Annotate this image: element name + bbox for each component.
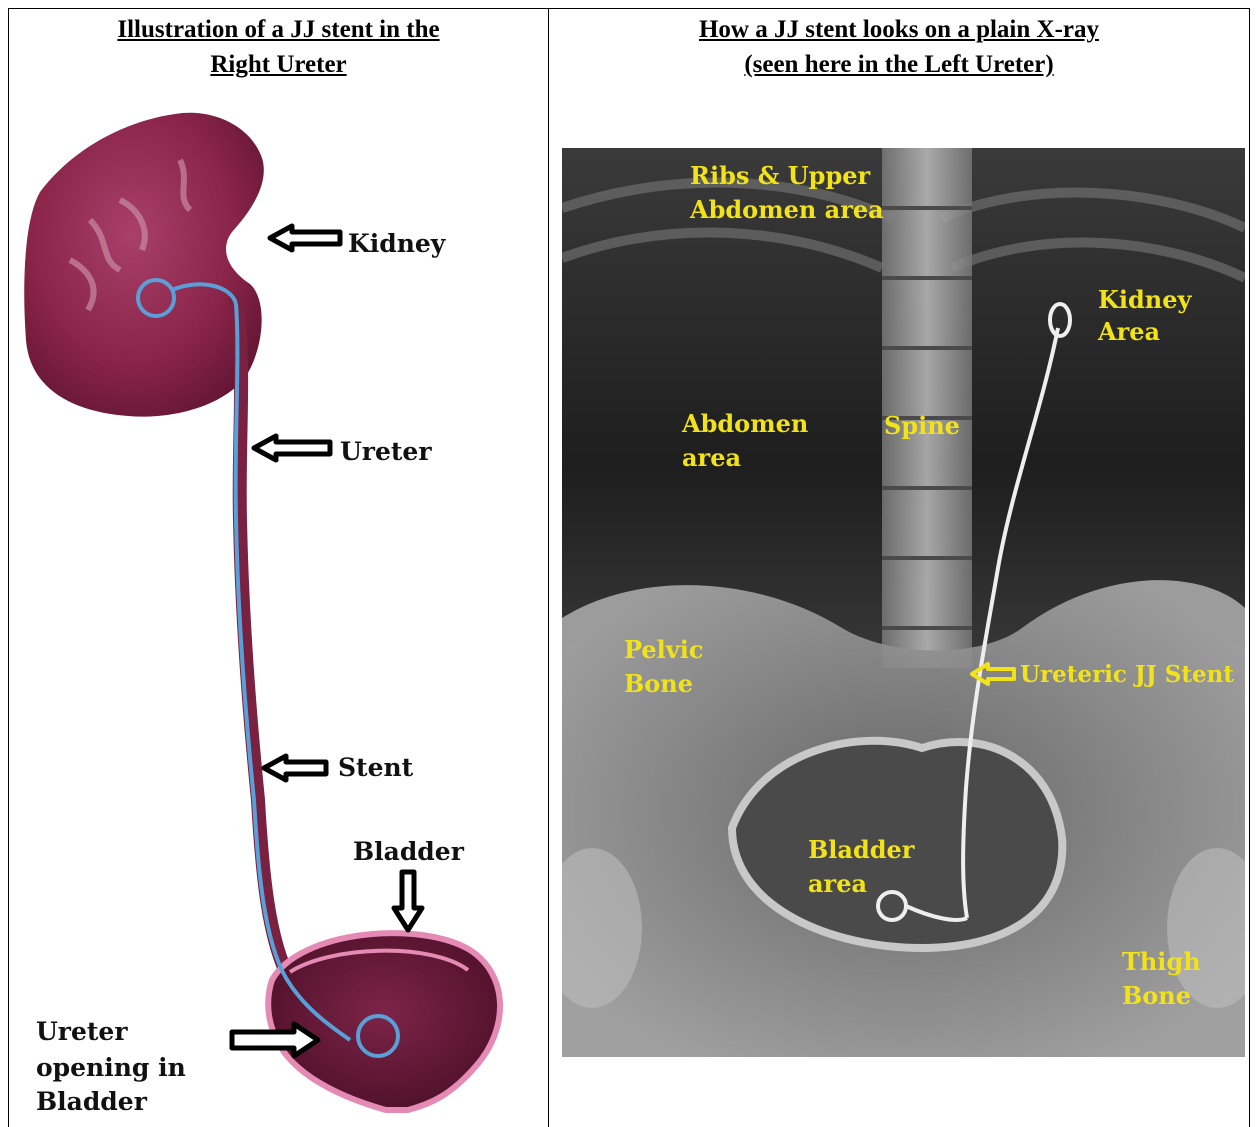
kidney-shape (24, 113, 264, 417)
ureter-shape (236, 300, 350, 1040)
opening-label-line-2: opening in (36, 1053, 186, 1082)
xray-image: Ribs & Upper Abdomen area Kidney Area Ab… (562, 148, 1245, 1057)
kidney-label: Kidney (348, 229, 447, 258)
pelvic-label-line-1: Pelvic (624, 635, 703, 664)
ribs-label-line-2: Abdomen area (689, 195, 884, 224)
spine-label: Spine (884, 411, 960, 440)
bladder-area-label-line-2: area (808, 869, 867, 898)
stent-illustration: Kidney Ureter Stent Bladder Ureter openi… (0, 100, 548, 1127)
bladder-label: Bladder (353, 837, 465, 866)
kidney-area-label-line-2: Area (1097, 317, 1160, 346)
opening-label-line-1: Ureter (36, 1017, 128, 1046)
left-heading: Illustration of a JJ stent in the Right … (9, 12, 548, 82)
opening-label-line-3: Bladder (36, 1087, 148, 1116)
abdomen-label-line-2: area (682, 443, 741, 472)
stent-xray-label: Ureteric JJ Stent (1020, 661, 1234, 688)
ureter-label: Ureter (340, 437, 432, 466)
column-divider (548, 8, 549, 1127)
stent-label: Stent (338, 753, 414, 782)
abdomen-label-line-1: Abdomen (681, 409, 808, 438)
bladder-arrow-icon (394, 872, 422, 930)
left-heading-line-2: Right Ureter (9, 47, 548, 82)
stent-arrow-icon (264, 756, 326, 780)
ureter-arrow-icon (254, 436, 330, 460)
right-heading-line-1: How a JJ stent looks on a plain X-ray (549, 12, 1249, 47)
thigh-label-line-2: Bone (1122, 981, 1191, 1010)
bladder-area-label-line-1: Bladder (808, 835, 915, 864)
ribs-label-line-1: Ribs & Upper (690, 161, 870, 190)
kidney-area-label-line-1: Kidney (1098, 285, 1192, 314)
kidney-arrow-icon (270, 226, 340, 250)
right-heading-line-2: (seen here in the Left Ureter) (549, 47, 1249, 82)
thigh-label-line-1: Thigh (1122, 947, 1201, 976)
bladder-shape (268, 933, 500, 1110)
pelvic-label-line-2: Bone (624, 669, 693, 698)
left-heading-line-1: Illustration of a JJ stent in the (9, 12, 548, 47)
right-heading: How a JJ stent looks on a plain X-ray (s… (549, 12, 1249, 82)
